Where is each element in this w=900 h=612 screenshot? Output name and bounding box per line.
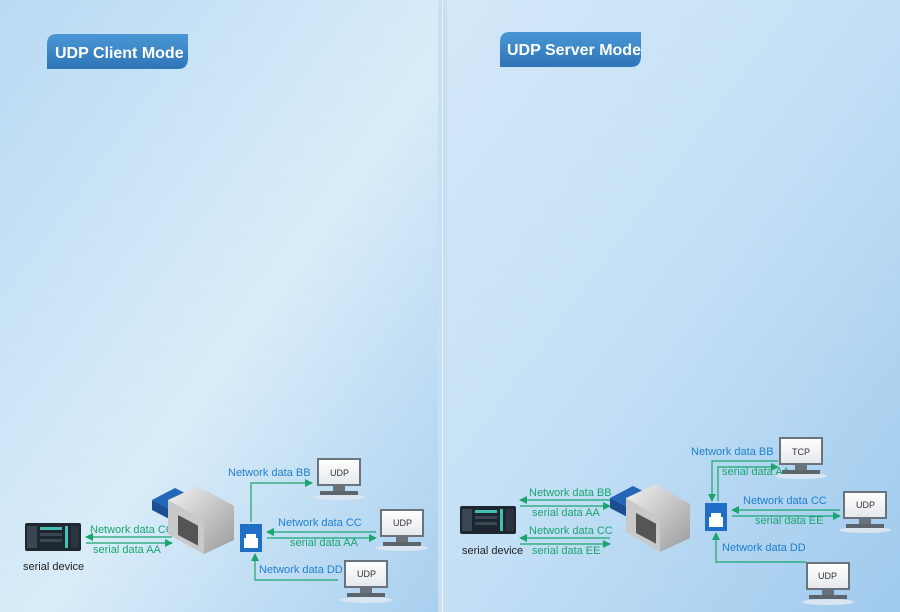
server-network-dd-label: Network data DD xyxy=(722,542,806,554)
server-network-cc-label: Network data CC xyxy=(529,525,613,537)
client-pc-bot-label: UDP xyxy=(357,569,376,579)
client-network-cc-label: Network data CC xyxy=(90,524,174,536)
server-network-lines xyxy=(708,460,841,563)
server-serial-ee-right-label: serial data EE xyxy=(755,515,823,527)
client-network-cc-right-label: Network data CC xyxy=(278,517,362,529)
client-network-bb-label: Network data BB xyxy=(228,467,311,479)
server-network-bb-right-label: Network data BB xyxy=(691,446,774,458)
client-pc-top-label: UDP xyxy=(330,468,349,478)
client-rj45-module-icon xyxy=(152,486,234,554)
server-title-badge: UDP Server Mode xyxy=(500,32,641,67)
server-network-bb-label: Network data BB xyxy=(529,487,612,499)
server-network-cc-right-label: Network data CC xyxy=(743,495,827,507)
client-port-glyph xyxy=(244,534,258,548)
client-serial-aa-label: serial data AA xyxy=(93,544,162,556)
panel-divider-highlight xyxy=(442,0,443,612)
server-pc-mid-label: UDP xyxy=(856,500,875,510)
server-serial-device-icon xyxy=(460,506,516,534)
client-pc-bot-icon xyxy=(340,560,392,603)
server-serial-device-label: serial device xyxy=(462,545,523,557)
server-pc-mid-icon xyxy=(839,491,891,533)
client-pc-mid-label: UDP xyxy=(393,518,412,528)
client-pc-top-icon xyxy=(313,458,365,500)
server-pc-top-icon xyxy=(775,437,827,479)
server-port-glyph xyxy=(709,513,723,527)
client-title-badge: UDP Client Mode xyxy=(47,34,188,69)
server-serial-aa-right-label: serial data AA xyxy=(722,466,791,478)
client-network-dd-label: Network data DD xyxy=(259,564,343,576)
server-serial-ee-label: serial data EE xyxy=(532,545,600,557)
server-rj45-module-icon xyxy=(610,484,690,552)
server-pc-top-label: TCP xyxy=(792,447,810,457)
server-pc-bot-label: UDP xyxy=(818,571,837,581)
client-serial-device-icon xyxy=(25,523,81,551)
client-network-lines xyxy=(250,479,377,581)
client-title: UDP Client Mode xyxy=(55,45,184,62)
client-serial-aa-right-label: serial data AA xyxy=(290,537,359,549)
server-title: UDP Server Mode xyxy=(507,42,641,59)
server-serial-aa-label: serial data AA xyxy=(532,507,601,519)
client-pc-mid-icon xyxy=(376,509,428,551)
client-serial-device-label: serial device xyxy=(23,561,84,573)
server-pc-bot-icon xyxy=(802,562,854,605)
server-serial-lines xyxy=(519,496,611,548)
